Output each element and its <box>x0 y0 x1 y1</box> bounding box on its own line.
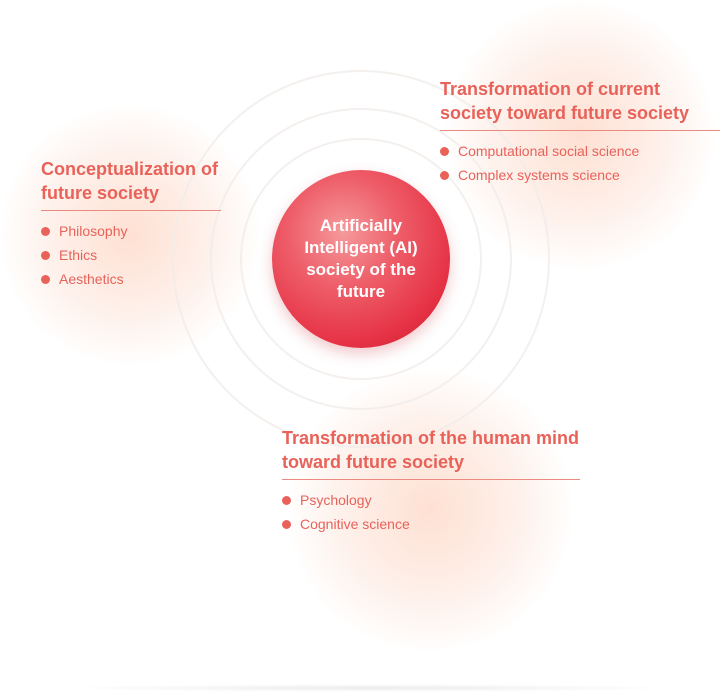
bullet-icon <box>440 170 449 180</box>
list-item: Philosophy <box>41 219 221 243</box>
list-item-label: Aesthetics <box>59 271 124 287</box>
list-item: Psychology <box>282 488 580 512</box>
bullet-icon <box>440 146 449 156</box>
ring-middle <box>210 108 512 410</box>
center-sphere: Artificially Intelligent (AI) society of… <box>272 170 450 348</box>
list-item: Cognitive science <box>282 512 580 536</box>
block-top-right: Transformation of current society toward… <box>440 77 720 187</box>
list-item-label: Psychology <box>300 492 372 508</box>
floor-shadow <box>60 684 680 692</box>
block-bottom-title: Transformation of the human mind toward … <box>282 426 580 480</box>
block-left-title: Conceptualization of future society <box>41 157 221 211</box>
bullet-icon <box>41 274 50 284</box>
block-bottom: Transformation of the human mind toward … <box>282 426 580 536</box>
bullet-icon <box>41 226 50 236</box>
list-item: Ethics <box>41 243 221 267</box>
bullet-icon <box>282 495 291 505</box>
list-item-label: Philosophy <box>59 223 128 239</box>
bullet-icon <box>282 519 291 529</box>
block-top-right-title: Transformation of current society toward… <box>440 77 720 131</box>
list-item-label: Computational social science <box>458 143 640 159</box>
center-label: Artificially Intelligent (AI) society of… <box>304 216 418 301</box>
ring-outer <box>172 70 550 448</box>
list-item-label: Ethics <box>59 247 98 263</box>
list-item-label: Complex systems science <box>458 167 620 183</box>
list-item: Computational social science <box>440 139 720 163</box>
list-item: Aesthetics <box>41 267 221 291</box>
block-left: Conceptualization of future society Phil… <box>41 157 221 291</box>
bullet-icon <box>41 250 50 260</box>
list-item-label: Cognitive science <box>300 516 410 532</box>
list-item: Complex systems science <box>440 163 720 187</box>
ring-inner <box>240 138 482 380</box>
